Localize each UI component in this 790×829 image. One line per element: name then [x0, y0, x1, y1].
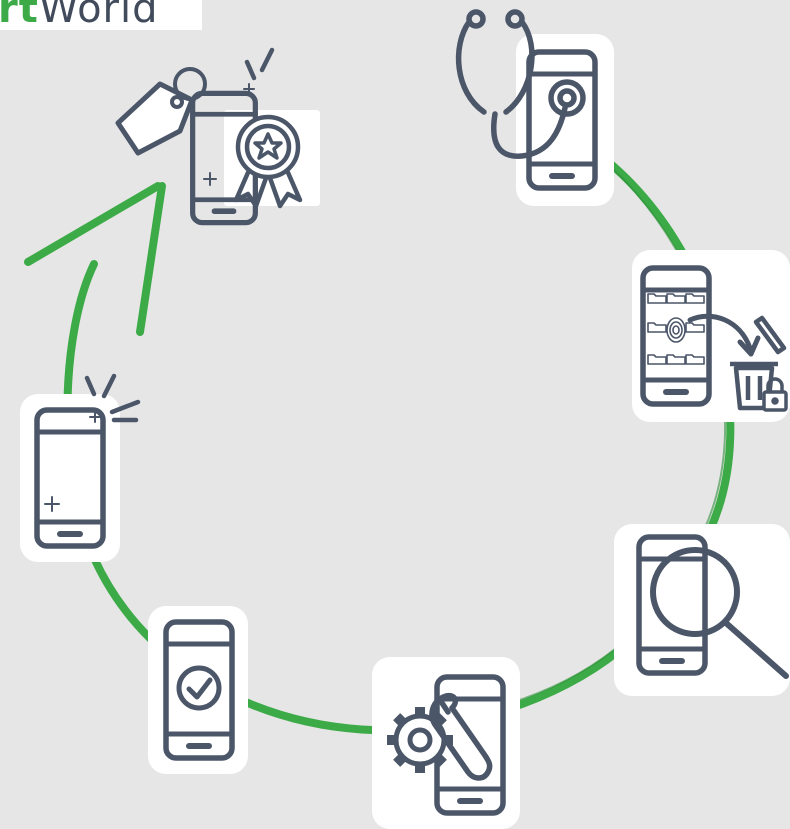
- cycle-arrow-head: [136, 182, 166, 336]
- step-inspection: [614, 524, 790, 696]
- brand-logo-part-1: rt: [0, 0, 39, 30]
- step-quality-check: [148, 606, 248, 774]
- transfer-arrow-icon: [687, 313, 761, 357]
- magnifier-icon: [650, 547, 789, 679]
- price-tag-icon: [115, 67, 207, 156]
- step-diagnosis: [455, 9, 614, 206]
- cycle-arrow-tail: [24, 182, 162, 266]
- shine-lines-icon: [84, 373, 141, 423]
- brand-logo-text: rtWorld: [0, 0, 159, 30]
- brand-logo: rtWorld: [0, 0, 202, 30]
- step-repair: [372, 657, 520, 829]
- stethoscope-icon: [455, 9, 586, 159]
- step-sale: [115, 47, 320, 223]
- gear-icon: [387, 707, 453, 773]
- sparkle-icon: [44, 411, 101, 512]
- award-ribbon-icon: [233, 114, 303, 209]
- wrench-icon: [429, 692, 493, 781]
- sparkle-icon: [203, 83, 255, 186]
- check-circle-icon: [176, 665, 222, 711]
- brand-logo-part-2: World: [38, 0, 159, 30]
- shine-lines-icon: [244, 47, 275, 81]
- padlock-icon: [762, 377, 788, 412]
- step-refurbished: [20, 373, 141, 562]
- step-data-erasure: [632, 250, 790, 422]
- fingerprint-icon: [666, 317, 686, 343]
